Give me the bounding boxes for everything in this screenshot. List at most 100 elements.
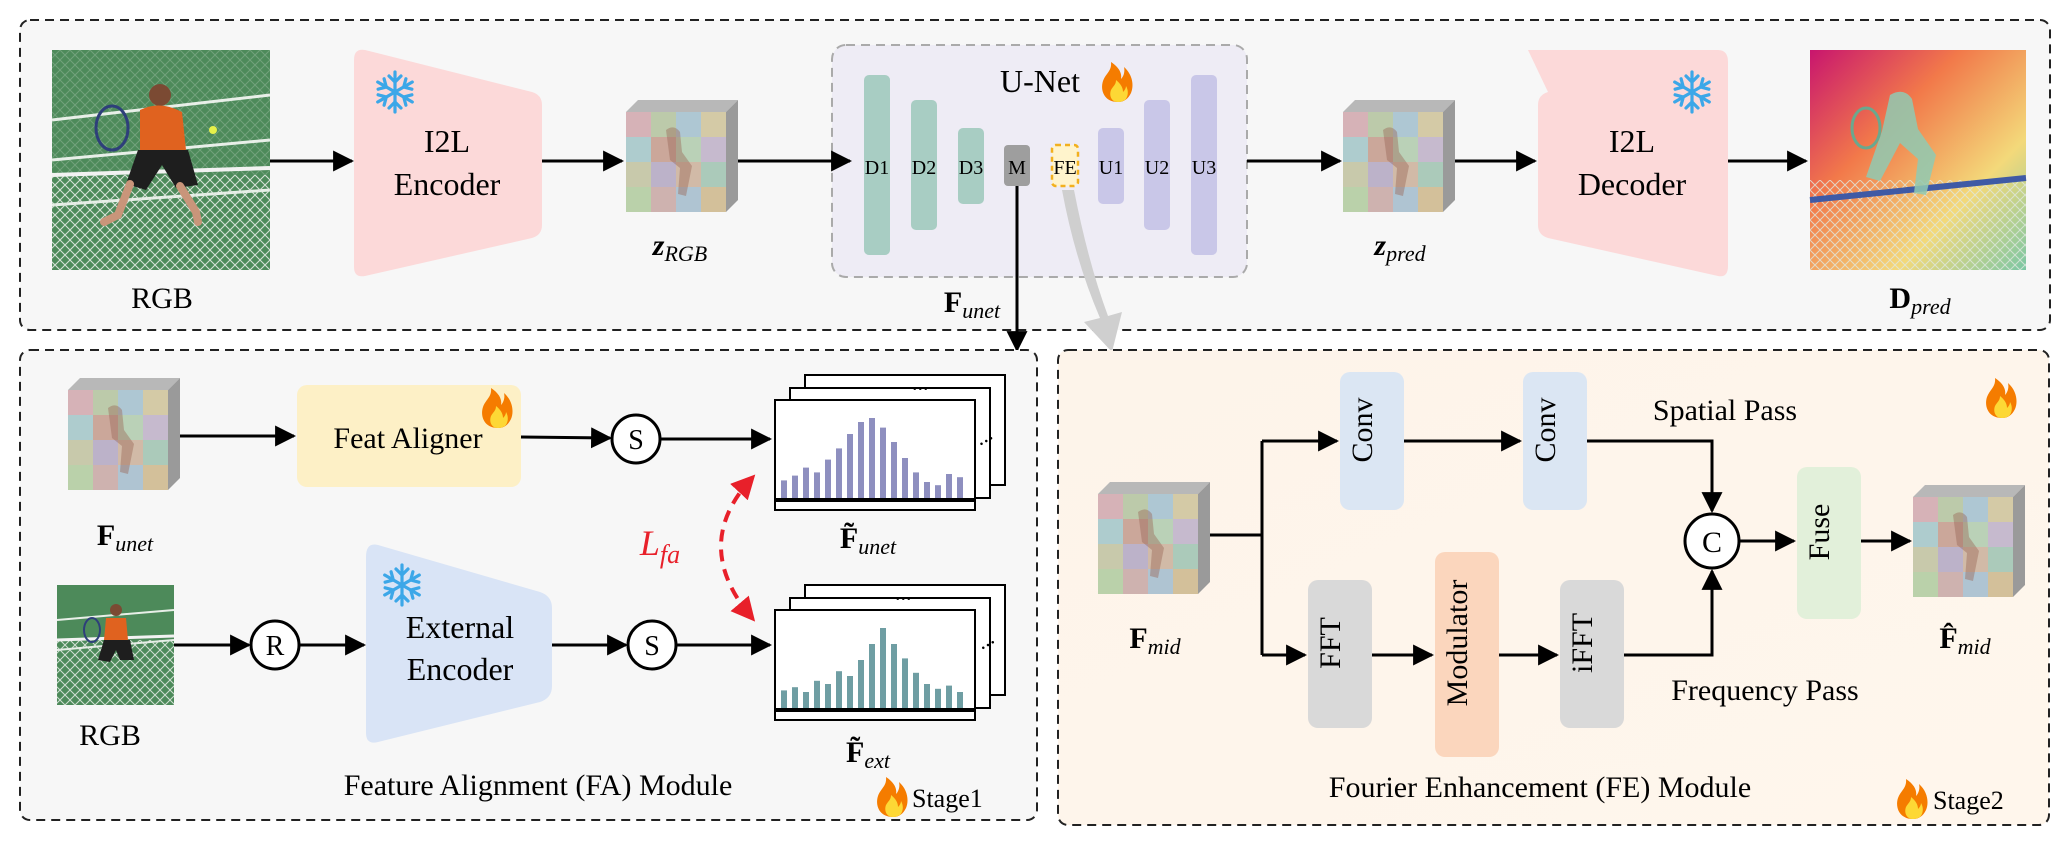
hist-unet-bar-9 <box>869 418 875 498</box>
conv-label-1: Conv <box>1346 397 1379 462</box>
arrow-aligner-to-softmax <box>520 427 613 449</box>
hist-unet-bar-10 <box>880 427 886 498</box>
stack-dots-ext: ... <box>895 580 912 605</box>
hist-unet-bar-11 <box>891 442 897 498</box>
stack-dots-unet: ... <box>912 370 929 395</box>
hist-ext-bar-13 <box>913 672 919 708</box>
fe-module-panel <box>1057 349 2050 826</box>
decoder-label-decoder: Decoder <box>1578 166 1687 202</box>
rgb-label-top: RGB <box>131 282 193 315</box>
i2l-decoder-block <box>1528 50 1728 277</box>
concat-symbol: C <box>1702 526 1722 559</box>
hist-ext-bar-8 <box>858 660 864 708</box>
spatial-pass-label: Spatial Pass <box>1653 394 1797 427</box>
hist-unet-bar-1 <box>781 480 787 498</box>
encoder-label-encoder: Encoder <box>394 166 501 202</box>
unet-label-u3: U3 <box>1192 157 1216 179</box>
hist-unet-bar-7 <box>847 434 853 498</box>
fa-module-title: Feature Alignment (FA) Module <box>344 769 733 802</box>
external-encoder-label-2: Encoder <box>407 651 514 687</box>
f-hat-mid-feature-cube <box>1913 485 2025 597</box>
ft-ext-label: F̃ext <box>846 736 891 773</box>
fuse-block <box>1797 467 1861 619</box>
unet-block-d3 <box>958 128 984 204</box>
hist-ext-bar-2 <box>792 687 798 708</box>
unet-label-fe: FE <box>1053 157 1076 179</box>
hist-ext-bar-5 <box>825 684 831 708</box>
fhat-mid-label: F̂mid <box>1939 622 1991 659</box>
hist-ext-bar-12 <box>902 658 908 708</box>
encoder-label-i2l: I2L <box>424 123 470 159</box>
unet-label-d2: D2 <box>912 157 936 179</box>
hist-unet-bar-13 <box>913 472 919 498</box>
feat-aligner-label: Feat Aligner <box>333 422 482 455</box>
unet-label-d1: D1 <box>865 157 889 179</box>
fa-loss-arrow <box>719 474 756 622</box>
hist-unet-bar-14 <box>924 482 930 498</box>
hist-ext-bar-17 <box>957 692 963 708</box>
z-pred-label: zpred <box>1373 229 1426 266</box>
unet-label-m: M <box>1008 157 1026 179</box>
histogram-stack-unet: ... ... <box>774 370 1006 511</box>
z-rgb-latent-cube <box>626 100 738 212</box>
z-rgb-label: zRGB <box>652 229 707 266</box>
fft-block <box>1308 580 1372 728</box>
rgb-input-image-small <box>56 585 175 705</box>
hist-ext-bar-4 <box>814 680 820 708</box>
fa-rgb-label: RGB <box>79 719 141 752</box>
fa-stage-label: Stage1 <box>912 784 983 813</box>
frequency-pass-label: Frequency Pass <box>1671 674 1858 707</box>
hist-unet-bar-17 <box>957 477 963 498</box>
hist-ext-bar-1 <box>781 690 787 708</box>
hist-ext-bar-6 <box>836 671 842 708</box>
hist-ext-bar-7 <box>847 676 853 708</box>
external-encoder-label-1: External <box>406 609 515 645</box>
hist-unet-bar-8 <box>858 422 864 498</box>
fa-loss-label: Lfa <box>639 523 680 569</box>
depth-prediction-image <box>1809 50 2027 270</box>
fe-branch-line <box>1210 441 1264 655</box>
z-pred-latent-cube <box>1343 100 1455 212</box>
hist-unet-bar-16 <box>946 474 952 498</box>
hist-ext-bar-16 <box>946 685 952 708</box>
modulator-label: Modulator <box>1441 580 1474 707</box>
conv-block-2 <box>1523 372 1587 510</box>
ifft-block <box>1560 580 1624 728</box>
feat-aligner-block <box>297 385 521 487</box>
unet-block-u2 <box>1144 100 1170 230</box>
hist-ext-bar-11 <box>891 644 897 708</box>
hist-unet-bar-2 <box>792 475 798 498</box>
hist-ext-bar-9 <box>869 644 875 708</box>
hist-unet-bar-6 <box>836 448 842 498</box>
hist-ext-bar-10 <box>880 628 886 708</box>
softmax-symbol-ext: S <box>644 631 660 662</box>
f-mid-feature-cube <box>1098 482 1210 594</box>
resize-symbol: R <box>266 631 285 662</box>
fe-module-title: Fourier Enhancement (FE) Module <box>1329 771 1751 804</box>
unet-block-d1 <box>864 75 890 255</box>
hist-unet-bar-5 <box>825 459 831 498</box>
hist-unet-bar-12 <box>902 458 908 498</box>
fe-stage-label: Stage2 <box>1933 786 2004 815</box>
arrow-conv2-to-concat <box>1587 439 1723 514</box>
fuse-label: Fuse <box>1803 504 1836 561</box>
f-unet-label-top: Funet <box>944 286 1001 323</box>
f-unet-feature-cube <box>68 378 180 490</box>
ifft-label: iFFT <box>1566 613 1599 673</box>
ft-unet-label: F̃unet <box>840 522 897 559</box>
unet-title: U-Net <box>1000 63 1080 99</box>
conv-label-2: Conv <box>1529 397 1562 462</box>
unet-label-u2: U2 <box>1145 157 1169 179</box>
hist-unet-bar-4 <box>814 472 820 498</box>
unet-block-u1 <box>1098 128 1124 204</box>
unet-label-d3: D3 <box>959 157 983 179</box>
softmax-symbol-unet: S <box>628 425 644 456</box>
fe-zoom-arrow <box>1062 190 1122 352</box>
hist-unet-bar-3 <box>803 467 809 498</box>
hist-unet-bar-15 <box>935 485 941 498</box>
fa-f-unet-label: Funet <box>97 519 154 556</box>
d-pred-label: Dpred <box>1889 282 1951 319</box>
hist-ext-bar-14 <box>924 684 930 708</box>
unet-block-u3 <box>1191 75 1217 255</box>
